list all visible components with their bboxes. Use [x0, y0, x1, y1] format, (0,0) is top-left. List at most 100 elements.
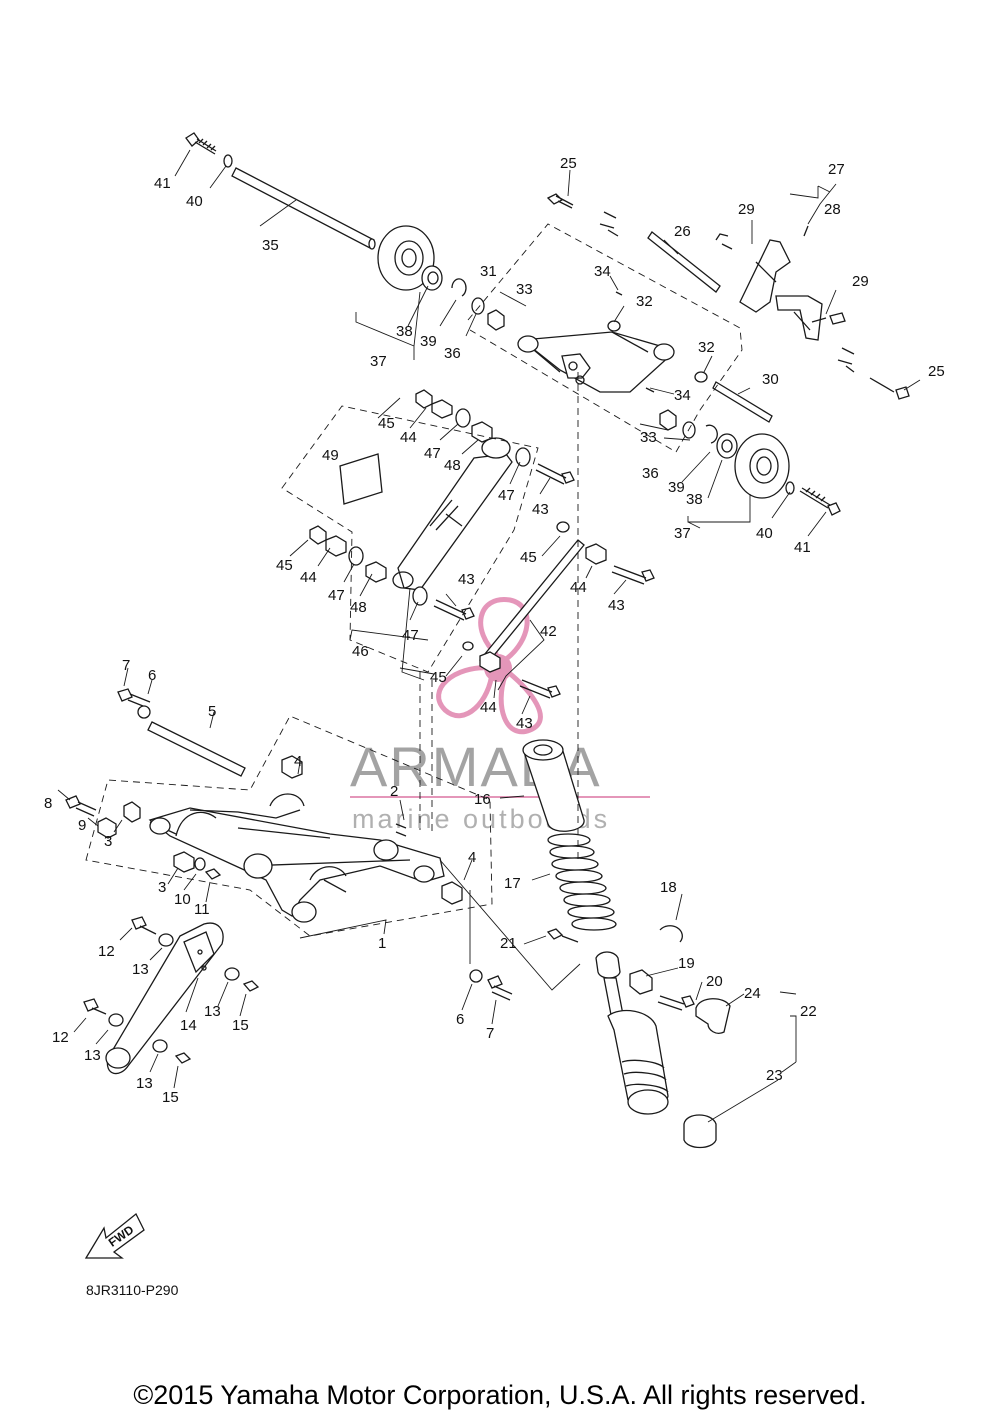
callout-28: 28 [824, 201, 841, 218]
callout-18: 18 [660, 879, 677, 896]
callout-3: 3 [104, 833, 112, 850]
callout-45b: 45 [276, 557, 293, 574]
callout-27: 27 [828, 161, 845, 178]
callout-31: 31 [480, 263, 497, 280]
callout-3b: 3 [158, 879, 166, 896]
fwd-arrow-icon: FWD [84, 1212, 145, 1259]
upper-arm-31 [517, 291, 773, 423]
shaft-5-icon [147, 721, 246, 777]
callout-39b: 39 [668, 479, 685, 496]
callout-25b: 25 [928, 363, 945, 380]
bolt-29b-icon [811, 312, 846, 325]
callout-labels: 1 2 3 3 4 4 5 6 6 7 7 8 9 10 11 12 12 13… [44, 155, 945, 1106]
callout-12b: 12 [52, 1029, 69, 1046]
callout-22: 22 [800, 1003, 817, 1020]
callout-13: 13 [132, 961, 149, 978]
spring-17-icon [547, 833, 617, 931]
callout-24: 24 [744, 985, 761, 1002]
callout-37: 37 [370, 353, 387, 370]
callout-21: 21 [500, 935, 517, 952]
bolt-41-icon [185, 132, 217, 155]
callout-12: 12 [98, 943, 115, 960]
callout-44b: 44 [300, 569, 317, 586]
callout-49: 49 [322, 447, 339, 464]
callout-45d: 45 [430, 669, 447, 686]
front-shock-49 [309, 389, 575, 621]
circlip-39-icon [451, 278, 467, 297]
callout-5: 5 [208, 703, 216, 720]
collar-32-icon [607, 320, 621, 332]
callout-15: 15 [232, 1017, 249, 1034]
callout-6: 6 [148, 667, 156, 684]
callout-4: 4 [294, 753, 302, 770]
callout-13c: 13 [84, 1047, 101, 1064]
collar-33-icon [487, 309, 505, 331]
callout-25: 25 [560, 155, 577, 172]
callout-48: 48 [444, 457, 461, 474]
callout-2: 2 [390, 783, 398, 800]
callout-1: 1 [378, 935, 386, 952]
callout-32b: 32 [698, 339, 715, 356]
callout-47: 47 [424, 445, 441, 462]
callout-34: 34 [594, 263, 611, 280]
idler-wheel-right-icon [659, 409, 841, 516]
callout-33b: 33 [640, 429, 657, 446]
callout-43: 43 [532, 501, 549, 518]
callout-42: 42 [540, 623, 557, 640]
bolt-25b-icon [869, 377, 910, 400]
callout-40: 40 [186, 193, 203, 210]
grease-nipple-28-icon [803, 225, 809, 237]
callout-8: 8 [44, 795, 52, 812]
circlip-18-icon [659, 925, 683, 943]
callout-45c: 45 [520, 549, 537, 566]
callout-32: 32 [636, 293, 653, 310]
shaft-30-icon [712, 381, 773, 423]
callout-23: 23 [766, 1067, 783, 1084]
assembly-outlines [85, 223, 743, 991]
callout-41b: 41 [794, 539, 811, 556]
callout-45: 45 [378, 415, 395, 432]
callout-14: 14 [180, 1017, 197, 1034]
shaft-35-icon [231, 167, 375, 249]
callout-41: 41 [154, 175, 171, 192]
callout-29b: 29 [852, 273, 869, 290]
callout-13b: 13 [204, 1003, 221, 1020]
callout-46: 46 [352, 643, 369, 660]
callout-43d: 43 [516, 715, 533, 732]
callout-11: 11 [194, 901, 210, 918]
callout-43c: 43 [608, 597, 625, 614]
callout-47d: 47 [402, 627, 419, 644]
callout-36b: 36 [642, 465, 659, 482]
rear-shock-assembly [522, 739, 731, 1149]
link-rod-42-icon [462, 521, 655, 699]
nut-21-icon [546, 928, 579, 943]
callout-7: 7 [122, 657, 130, 674]
callout-36: 36 [444, 345, 461, 362]
callout-10: 10 [174, 891, 191, 908]
bolt-20-icon [657, 995, 695, 1011]
grease-nipple-34-icon [615, 291, 655, 393]
callout-44c: 44 [570, 579, 587, 596]
callout-35: 35 [262, 237, 279, 254]
diagram-reference-code: 8JR3110-P290 [86, 1282, 179, 1298]
callout-40b: 40 [756, 525, 773, 542]
callout-43b: 43 [458, 571, 475, 588]
callout-17: 17 [504, 875, 521, 892]
callout-44d: 44 [480, 699, 497, 716]
collar-32b-icon [694, 371, 708, 383]
limiter-strap-14-icon [83, 916, 260, 1075]
callout-29: 29 [738, 201, 755, 218]
callout-19: 19 [678, 955, 695, 972]
bracket-27-icon [546, 193, 910, 400]
copyright-notice: ©2015 Yamaha Motor Corporation, U.S.A. A… [133, 1380, 867, 1410]
stopper-49-icon [339, 453, 383, 505]
circlip-36-icon [471, 297, 485, 315]
callout-47b: 47 [498, 487, 515, 504]
leader-lines [57, 149, 921, 1123]
bolt-29-icon [715, 233, 733, 250]
callout-30: 30 [762, 371, 779, 388]
callout-9: 9 [78, 817, 86, 834]
callout-38b: 38 [686, 491, 703, 508]
swing-arm-1 [65, 688, 513, 1001]
